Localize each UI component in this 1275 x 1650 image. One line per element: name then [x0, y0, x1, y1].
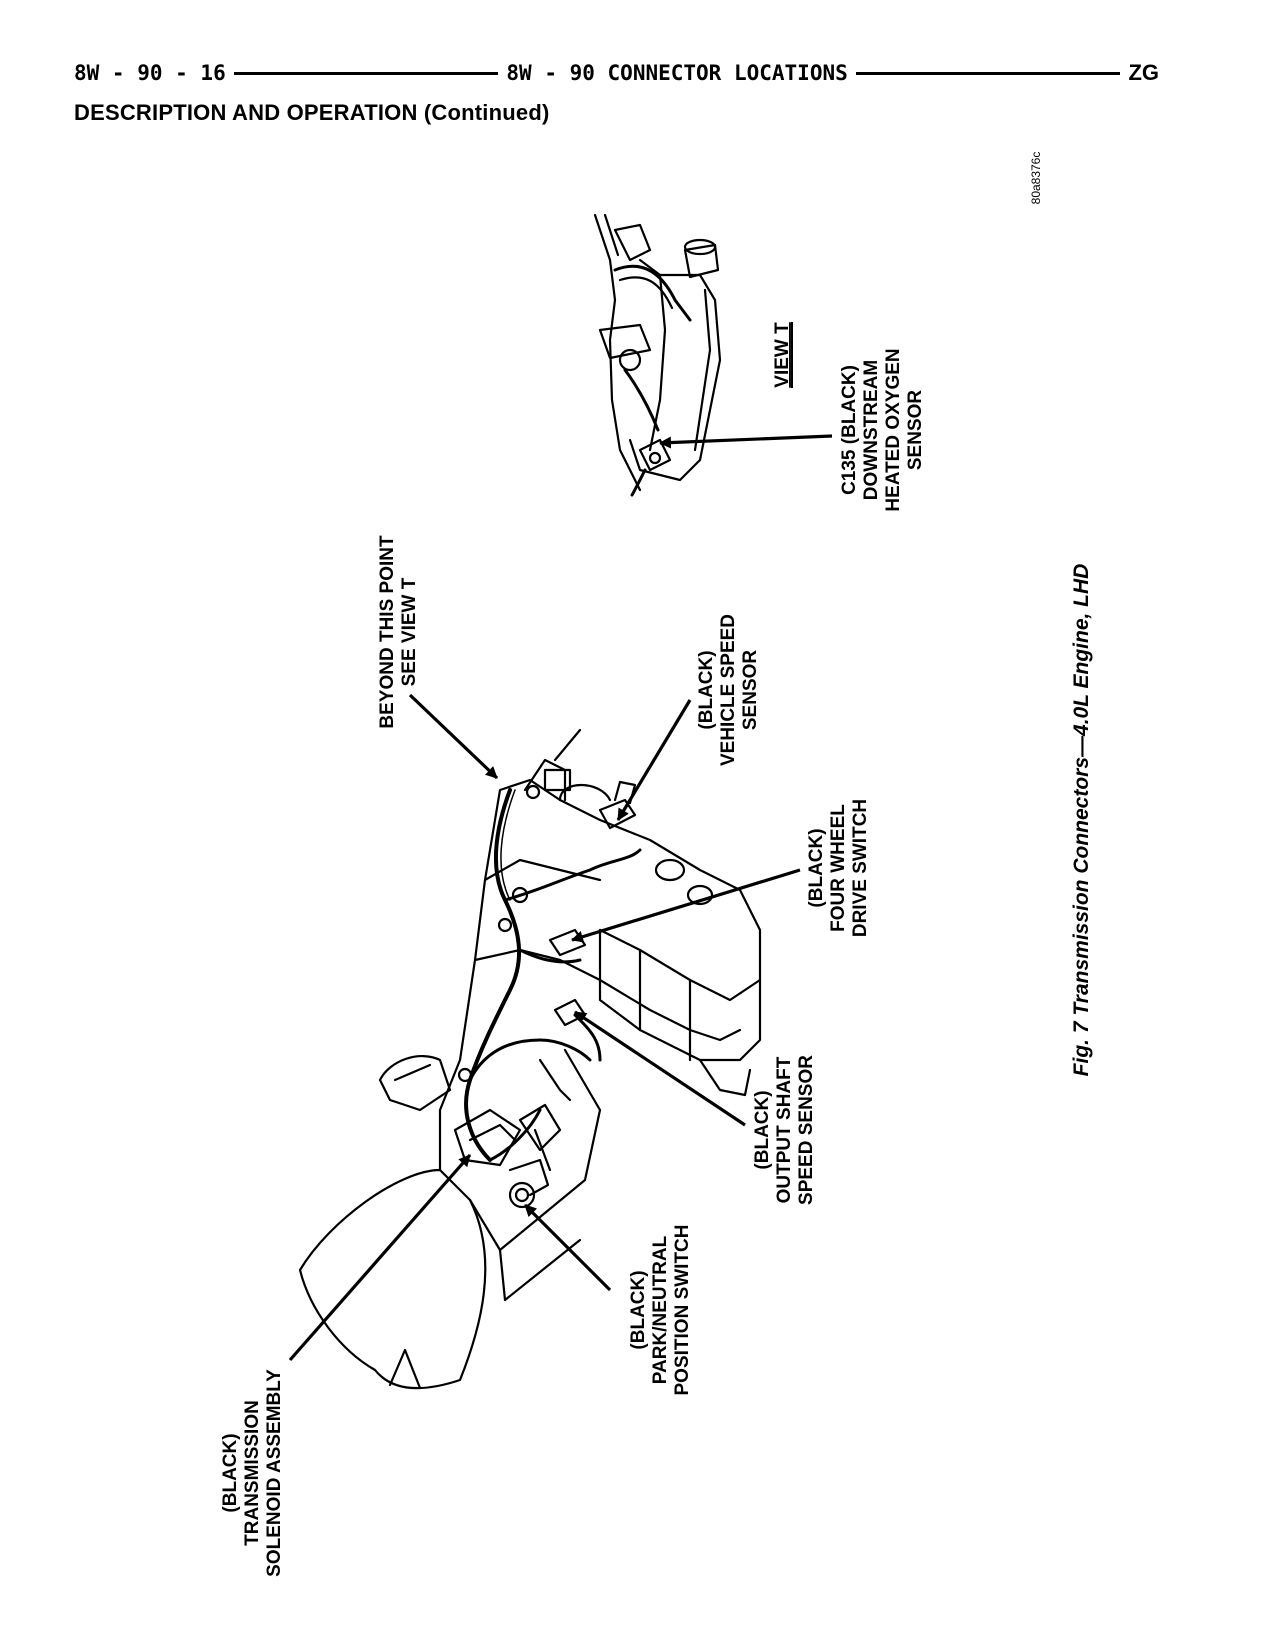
- solenoid-leader: [288, 1153, 472, 1362]
- header-rule-left: [233, 71, 499, 75]
- figure-caption: Fig. 7 Transmission Connectors—4.0L Engi…: [1070, 564, 1093, 1077]
- transmission-drawing: [298, 728, 762, 1390]
- svg-text:(BLACK)OUTPUT SHAFTSPEED SENSO: (BLACK)OUTPUT SHAFTSPEED SENSOR: [752, 1055, 817, 1205]
- vehicle-speed-leader: [616, 699, 692, 821]
- svg-text:(BLACK)FOUR WHEELDRIVE SWITCH: (BLACK)FOUR WHEELDRIVE SWITCH: [806, 799, 871, 937]
- svg-text:VIEW T: VIEW T: [772, 322, 793, 388]
- park-neutral-leader: [523, 1203, 612, 1292]
- label-view-t: VIEW T: [772, 322, 793, 388]
- svg-text:C135 (BLACK)DOWNSTREAMHEATED O: C135 (BLACK)DOWNSTREAMHEATED OXYGENSENSO…: [839, 348, 926, 511]
- label-solenoid: (BLACK)TRANSMISSIONSOLENOID ASSEMBLY: [220, 1369, 285, 1577]
- page-number: 8W - 90 - 16: [74, 61, 226, 85]
- svg-text:BEYOND THIS POINTSEE VIEW T: BEYOND THIS POINTSEE VIEW T: [377, 535, 420, 729]
- label-park-neutral: (BLACK)PARK/NEUTRALPOSITION SWITCH: [628, 1225, 693, 1396]
- output-shaft-leader: [574, 1010, 746, 1127]
- label-vehicle-speed: (BLACK)VEHICLE SPEEDSENSOR: [696, 614, 761, 766]
- four-wheel-leader: [571, 868, 801, 943]
- label-four-wheel: (BLACK)FOUR WHEELDRIVE SWITCH: [806, 799, 871, 937]
- header-rule-right: [855, 71, 1121, 75]
- section-header: 8W - 90 CONNECTOR LOCATIONS: [506, 61, 848, 85]
- transmission-case: [438, 778, 762, 1112]
- art-id: 80a8376c: [1029, 152, 1043, 205]
- label-beyond-this-point: BEYOND THIS POINTSEE VIEW T: [377, 535, 420, 729]
- svg-text:(BLACK)TRANSMISSIONSOLENOID AS: (BLACK)TRANSMISSIONSOLENOID ASSEMBLY: [220, 1369, 285, 1577]
- label-output-shaft: (BLACK)OUTPUT SHAFTSPEED SENSOR: [752, 1055, 817, 1205]
- beyond-leader: [408, 693, 499, 780]
- section-title: DESCRIPTION AND OPERATION (Continued): [74, 100, 550, 125]
- view-t-drawing: [593, 213, 722, 497]
- wire-harness: [464, 788, 522, 1162]
- converter-shell: [628, 258, 722, 482]
- page-header: 8W - 90 - 16 8W - 90 CONNECTOR LOCATIONS…: [74, 58, 1159, 88]
- svg-text:Fig. 7 Transmission Connectors: Fig. 7 Transmission Connectors—4.0L Engi…: [1070, 564, 1093, 1077]
- svg-text:(BLACK)PARK/NEUTRALPOSITION SW: (BLACK)PARK/NEUTRALPOSITION SWITCH: [628, 1225, 693, 1396]
- svg-text:(BLACK)VEHICLE SPEEDSENSOR: (BLACK)VEHICLE SPEEDSENSOR: [696, 614, 761, 766]
- svg-text:80a8376c: 80a8376c: [1029, 152, 1043, 205]
- model-code: ZG: [1128, 60, 1159, 85]
- bell-housing: [298, 1168, 487, 1390]
- label-c135: C135 (BLACK)DOWNSTREAMHEATED OXYGENSENSO…: [839, 348, 926, 511]
- c135-leader: [659, 434, 833, 449]
